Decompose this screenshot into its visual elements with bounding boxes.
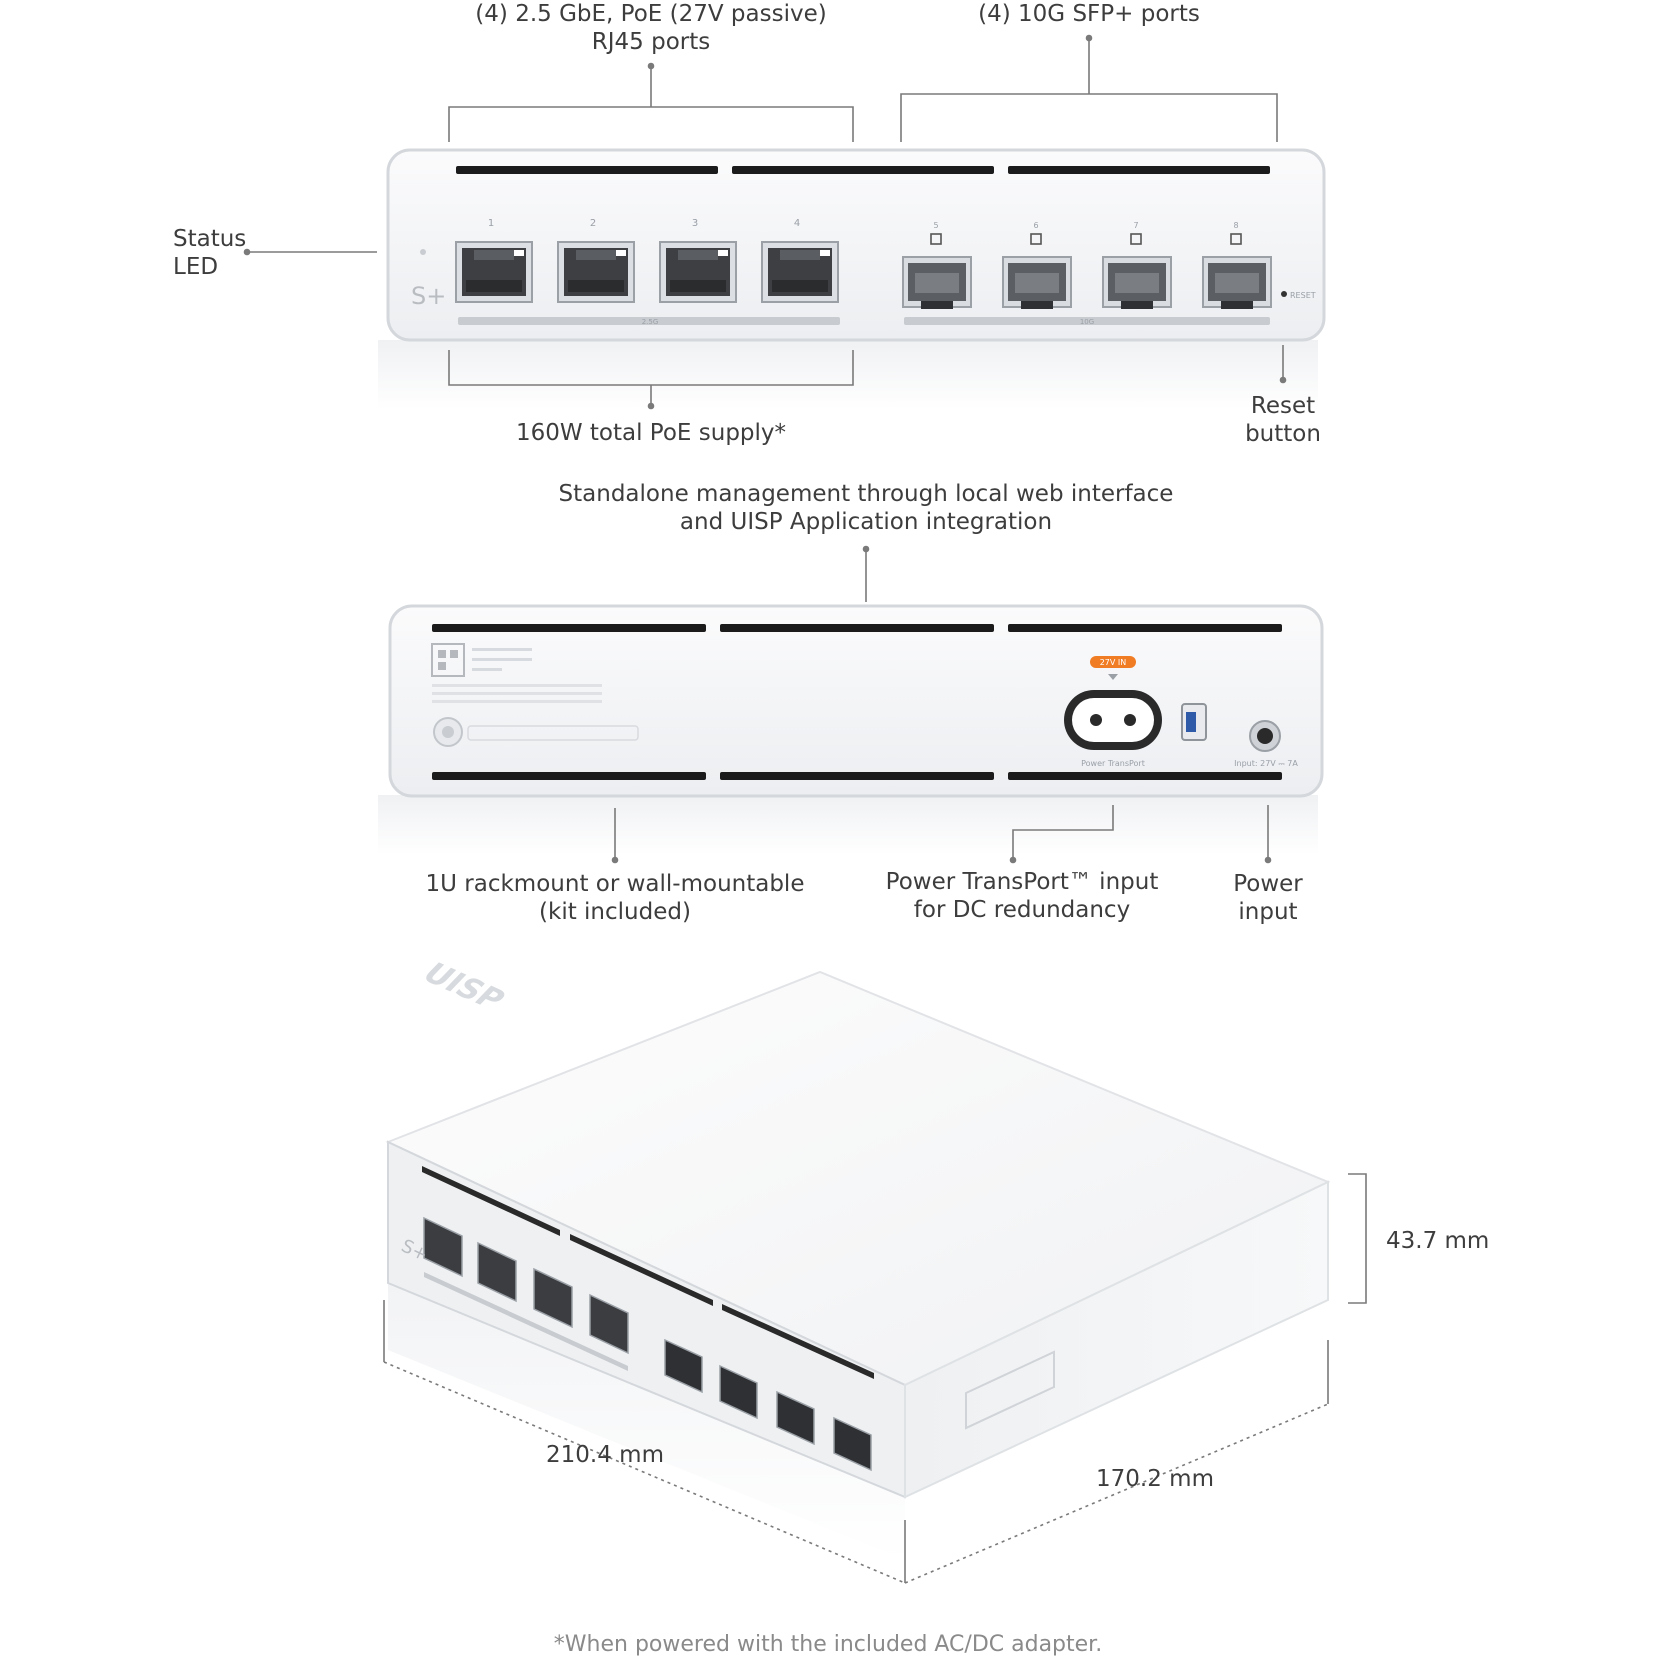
port-num-1: 1 xyxy=(488,218,494,229)
input-badge-text: 27V IN xyxy=(1100,658,1127,667)
isometric-view: S+ UISP xyxy=(385,957,1331,1560)
port-num-7: 7 xyxy=(1133,221,1138,230)
sfp-strip-text: 10G xyxy=(1080,318,1094,326)
footnote: *When powered with the included AC/DC ad… xyxy=(553,1632,1103,1657)
transport-label: Power TransPort™ input for DC redundancy xyxy=(885,869,1159,923)
rj45-ports-label-line2: RJ45 ports xyxy=(591,29,711,55)
sfp-port-8 xyxy=(1202,256,1272,310)
height-dimension: 43.7 mm xyxy=(1386,1228,1490,1254)
port-num-5: 5 xyxy=(933,221,938,230)
sfp-port-7 xyxy=(1102,256,1172,310)
management-label: Standalone management through local web … xyxy=(559,480,1174,536)
back-callouts xyxy=(611,545,1272,864)
rj45-ports-label-line1: (4) 2.5 GbE, PoE (27V passive) xyxy=(475,1,827,27)
front-callouts xyxy=(243,34,1287,410)
port-num-4: 4 xyxy=(794,218,800,229)
port-num-3: 3 xyxy=(692,218,698,229)
regulatory-label xyxy=(431,643,639,747)
port-num-6: 6 xyxy=(1033,221,1038,230)
rj45-strip-text: 2.5G xyxy=(642,318,659,326)
rj45-port-1 xyxy=(455,241,533,303)
input-caption: Input: 27V ⎓ 7A xyxy=(1234,759,1298,768)
uisp-logo: UISP xyxy=(415,957,513,1016)
input-badge xyxy=(1090,656,1136,668)
status-led-label: Status LED xyxy=(173,226,247,280)
front-brand-mark: S+ xyxy=(411,282,446,310)
back-view: 27V IN Power TransPort Input: 27V ⎓ 7A xyxy=(378,604,1324,855)
depth-dimension: 170.2 mm xyxy=(1096,1466,1214,1492)
transport-caption: Power TransPort xyxy=(1081,759,1145,768)
port-num-8: 8 xyxy=(1233,221,1238,230)
poe-supply-label: 160W total PoE supply* xyxy=(515,420,787,446)
rj45-port-3 xyxy=(659,241,737,303)
width-dimension: 210.4 mm xyxy=(546,1442,664,1468)
management-label-line2: and UISP Application integration xyxy=(679,509,1053,535)
sfp-port-5 xyxy=(902,256,972,310)
port-num-2: 2 xyxy=(590,218,596,229)
dimension-lines xyxy=(383,1173,1367,1584)
sfp-ports-label: (4) 10G SFP+ ports xyxy=(978,1,1200,27)
rj45-ports-label: (4) 2.5 GbE, PoE (27V passive) RJ45 port… xyxy=(475,0,826,56)
power-transport-socket xyxy=(1064,690,1162,750)
power-input-label: Power input xyxy=(1233,871,1303,925)
sfp-port-6 xyxy=(1002,256,1072,310)
rj45-port-2 xyxy=(557,241,635,303)
rj45-port-4 xyxy=(761,241,839,303)
front-view: 2.5G 10G RESET S+ 1 2 3 4 5 6 7 8 xyxy=(378,148,1326,410)
reset-button-label: Reset button xyxy=(1245,393,1321,447)
reset-text: RESET xyxy=(1290,291,1316,300)
rackmount-label: 1U rackmount or wall-mountable (kit incl… xyxy=(425,871,805,925)
management-label-line1: Standalone management through local web … xyxy=(558,481,1174,507)
